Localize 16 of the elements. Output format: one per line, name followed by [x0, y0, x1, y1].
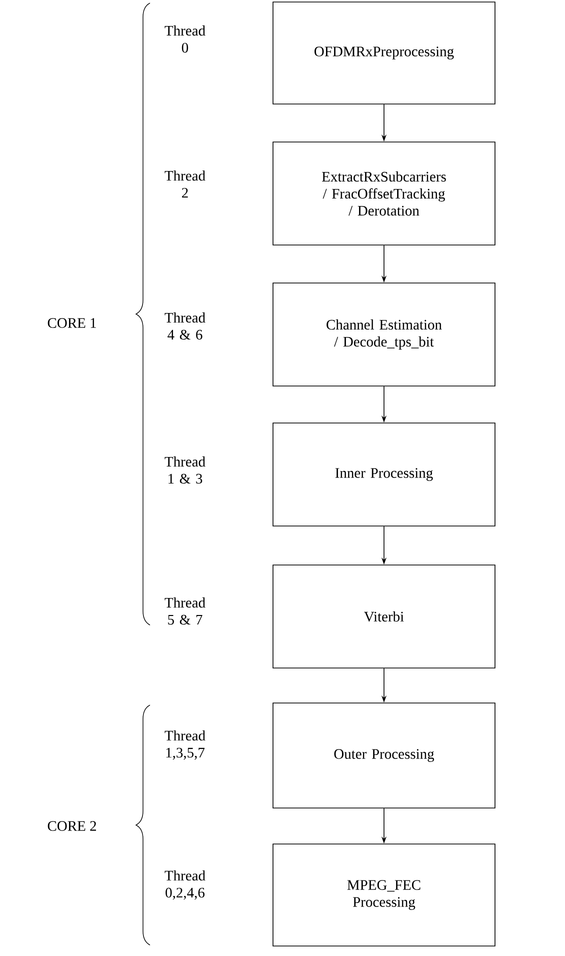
thread-label: Thread 1 & 3: [164, 456, 206, 484]
process-box: Outer Processing: [272, 702, 496, 808]
core-label: CORE 1: [48, 318, 96, 328]
process-box: ExtractRxSubcarriers / FracOffsetTracking / Derotation: [272, 142, 496, 246]
core-label: CORE 2: [48, 821, 96, 831]
thread-label: Thread 4 & 6: [164, 312, 206, 340]
thread-label: Thread 1,3,5,7: [164, 730, 206, 760]
thread-label: Thread 2: [164, 170, 206, 198]
thread-label: Thread 0: [164, 25, 206, 53]
process-box: OFDMRxPreprocessing: [272, 2, 496, 104]
process-box: MPEG_FEC Processing: [272, 844, 496, 946]
process-box: Inner Processing: [272, 422, 496, 526]
process-box: Channel Estimation / Decode_tps_bit: [272, 282, 496, 386]
thread-label: Thread 5 & 7: [164, 597, 206, 625]
process-box: Viterbi: [272, 564, 496, 668]
thread-label: Thread 0,2,4,6: [164, 870, 206, 900]
